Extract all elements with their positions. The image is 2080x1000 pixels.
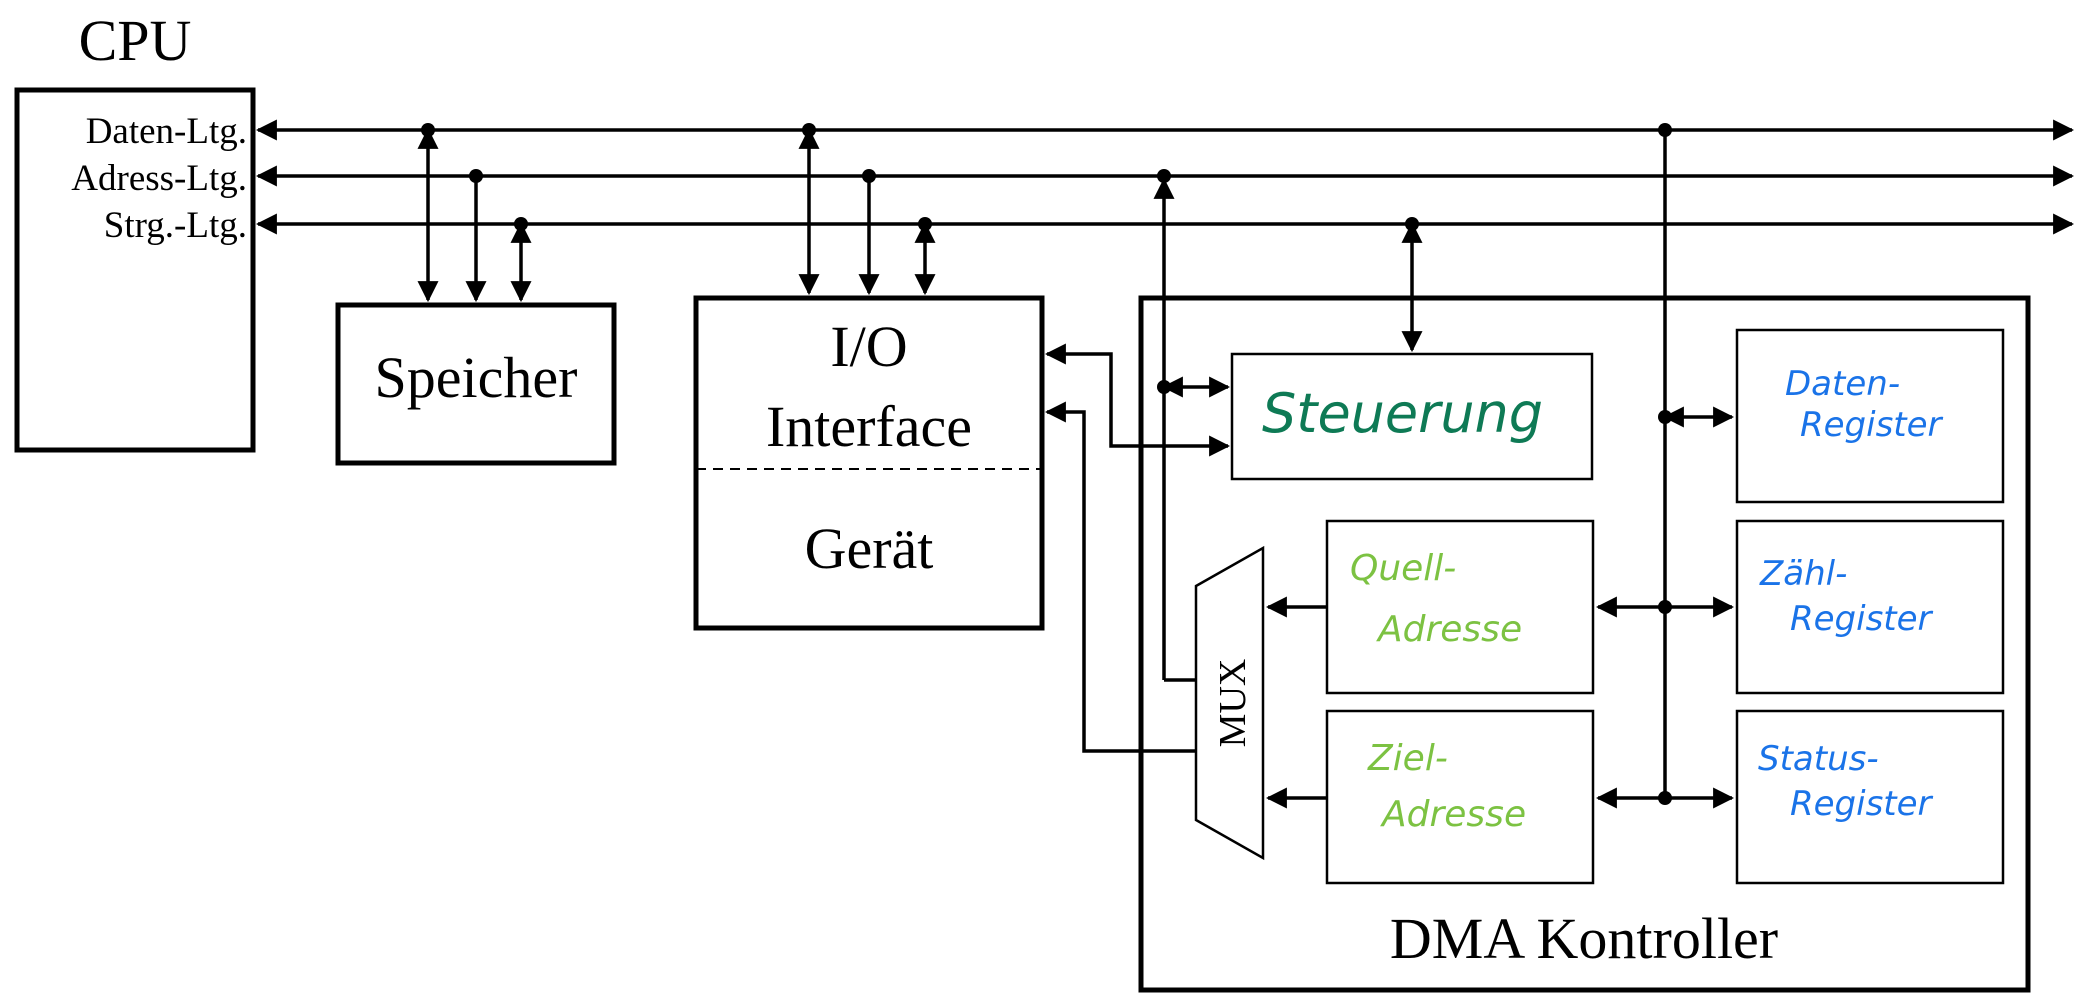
target-address-box [1325, 709, 1595, 885]
junction-dot [1157, 380, 1171, 394]
address-line-label: Adress-Ltg. [71, 158, 247, 199]
junction-dot [1658, 410, 1672, 424]
junction-dot [1658, 791, 1672, 805]
junction-dot [1405, 217, 1419, 231]
data-register-label-1: Daten- [1785, 364, 1900, 404]
io-box [693, 295, 1045, 631]
memory-label: Speicher [375, 345, 578, 410]
junction-dot [469, 169, 483, 183]
mux-label: MUX [1212, 659, 1254, 748]
source-address-label-2: Adresse [1376, 609, 1522, 650]
junction-dot [802, 123, 816, 137]
data-register-box [1735, 328, 2005, 504]
count-register-label-2: Register [1790, 599, 1934, 639]
cpu-title: CPU [79, 8, 192, 73]
control-line-label: Strg.-Ltg. [104, 205, 247, 246]
memory-box [335, 302, 617, 466]
data-line-label: Daten-Ltg. [86, 111, 247, 152]
source-address-label-1: Quell- [1350, 548, 1456, 589]
cpu-box [14, 87, 256, 453]
junction-dot [514, 217, 528, 231]
io-label-line2: Interface [766, 394, 972, 459]
count-register-box [1735, 519, 2005, 695]
io-control-handshake [1044, 343, 1231, 457]
junction-dot [1157, 169, 1171, 183]
device-label: Gerät [805, 516, 934, 581]
count-register-label-1: Zähl- [1759, 554, 1847, 594]
junction-dot [918, 217, 932, 231]
junction-dot [1658, 123, 1672, 137]
junction-dot [1658, 600, 1672, 614]
target-address-label-2: Adresse [1380, 794, 1526, 835]
junction-dot [862, 169, 876, 183]
junction-dot [421, 123, 435, 137]
io-label-line1: I/O [830, 314, 907, 379]
target-address-label-1: Ziel- [1367, 738, 1448, 779]
mux-to-io-link [1044, 401, 1196, 753]
status-register-label-1: Status- [1758, 739, 1879, 779]
control-unit-box [1230, 352, 1594, 481]
mux-block [1194, 545, 1265, 861]
status-register-box [1735, 709, 2005, 885]
data-register-label-2: Register [1800, 405, 1944, 445]
status-register-label-2: Register [1790, 784, 1934, 824]
source-address-box [1325, 519, 1595, 695]
dma-title: DMA Kontroller [1390, 906, 1778, 971]
control-unit-label: Steuerung [1262, 382, 1543, 445]
